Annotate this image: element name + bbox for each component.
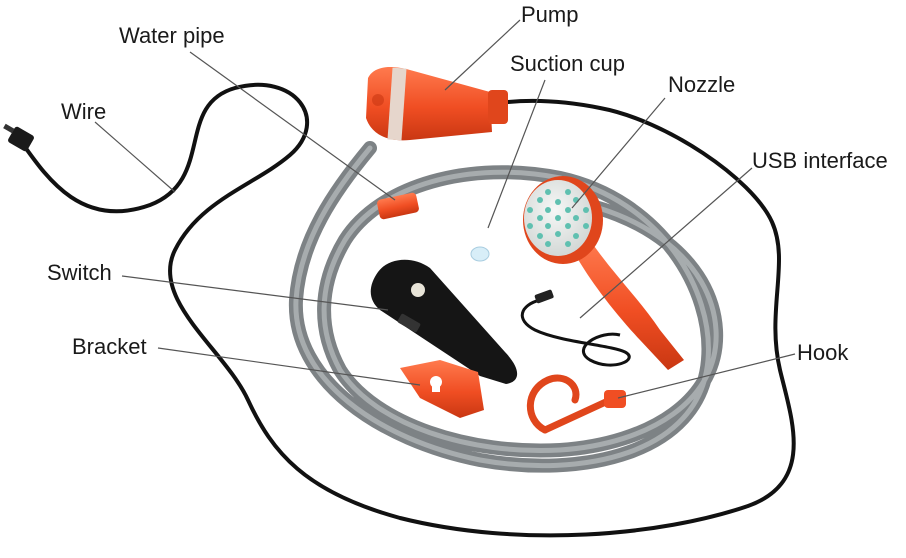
label-pump: Pump: [521, 2, 579, 27]
usb-cable-icon: [521, 289, 631, 367]
label-hook: Hook: [797, 340, 849, 365]
hook-leader: [617, 353, 796, 399]
leader-lines: [94, 19, 796, 399]
bracket-icon: [400, 360, 484, 418]
bracket-leader: [157, 347, 421, 386]
label-water-pipe: Water pipe: [119, 23, 225, 48]
nozzle-leader: [571, 97, 666, 209]
label-switch: Switch: [47, 260, 112, 285]
water-hose: [288, 141, 724, 473]
suction-cup-leader: [487, 79, 546, 229]
plug-icon: [3, 123, 34, 152]
switch-icon: [370, 259, 518, 384]
wire-leader: [94, 121, 176, 193]
pipe-connector-icon: [377, 192, 419, 220]
pump-icon: [366, 67, 508, 141]
wire-cable: [18, 82, 796, 538]
nozzle-icon: [523, 176, 684, 370]
label-nozzle: Nozzle: [668, 72, 736, 97]
label-suction-cup: Suction cup: [510, 51, 625, 76]
label-wire: Wire: [61, 99, 107, 124]
switch-leader: [121, 275, 389, 311]
hook-icon: [526, 374, 626, 434]
water-pipe-leader: [189, 51, 396, 201]
label-bracket: Bracket: [72, 334, 147, 359]
label-usb-interface: USB interface: [752, 148, 888, 173]
suction-cup-icon: [470, 246, 490, 262]
pump-leader: [444, 19, 521, 91]
usb-interface-leader: [579, 167, 753, 319]
